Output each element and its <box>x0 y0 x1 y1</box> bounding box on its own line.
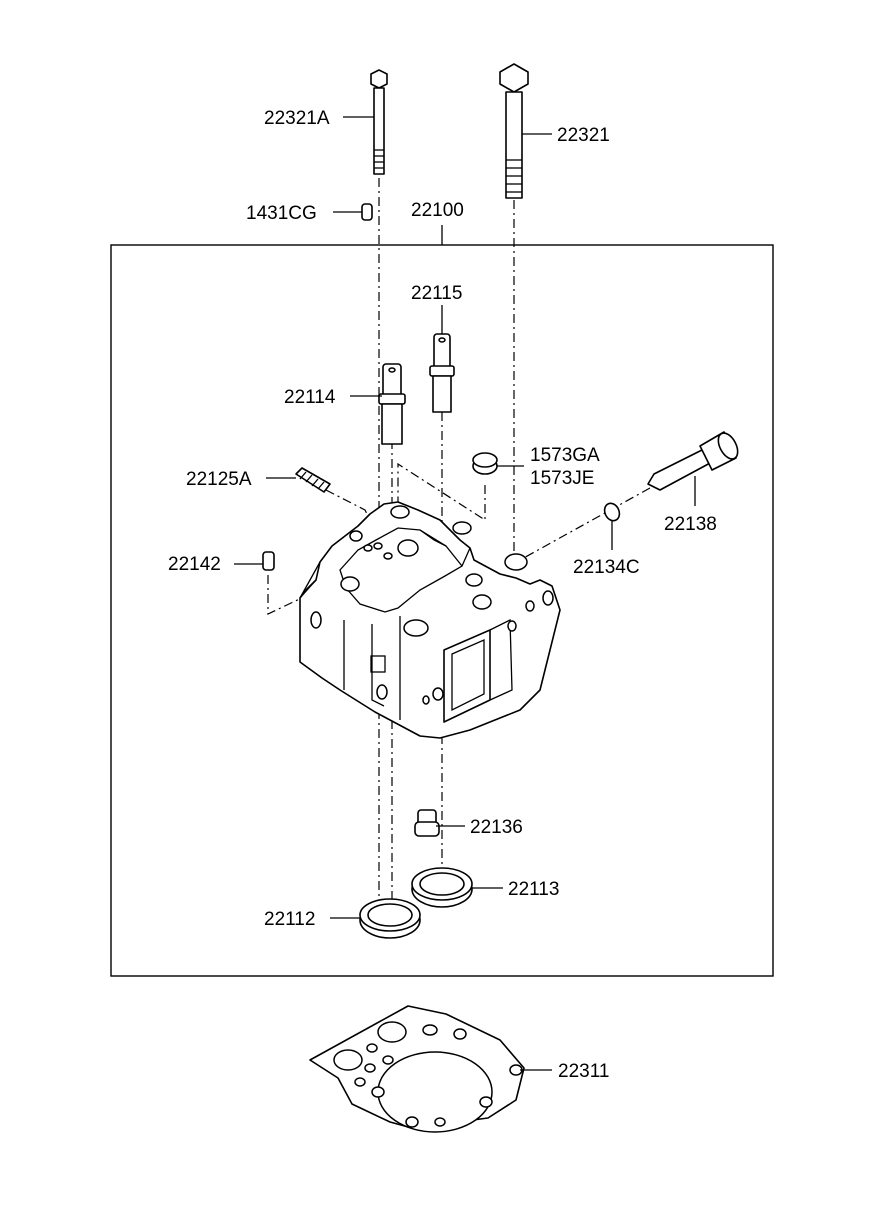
label-22321: 22321 <box>557 125 610 146</box>
dowel-1431cg <box>361 203 373 221</box>
stud-22125a <box>295 467 331 493</box>
label-22115: 22115 <box>411 283 462 304</box>
tube-22138 <box>647 431 739 491</box>
leader-lines <box>234 116 696 1071</box>
label-22138: 22138 <box>664 514 717 535</box>
seat-22136 <box>414 809 440 837</box>
label-22321a: 22321A <box>264 108 330 129</box>
label-22134c: 22134C <box>573 557 640 578</box>
label-1573ga: 1573GA <box>530 445 600 466</box>
label-22112: 22112 <box>264 909 315 930</box>
gasket-22311 <box>309 1005 525 1133</box>
label-22113: 22113 <box>508 879 559 900</box>
plug-1573ga <box>472 452 498 475</box>
ring-22112 <box>359 898 421 939</box>
label-22311: 22311 <box>558 1061 609 1082</box>
label-22142: 22142 <box>168 554 221 575</box>
bolt-22321a <box>370 69 388 175</box>
label-22114: 22114 <box>284 387 336 408</box>
oring-22134c <box>603 502 621 522</box>
valve-guide-22115 <box>429 333 455 413</box>
valve-guide-22114 <box>378 363 406 445</box>
label-22136: 22136 <box>470 817 523 838</box>
label-22125a: 22125A <box>186 469 252 490</box>
bolt-22321 <box>499 63 529 199</box>
cylinder-head-22100 <box>299 501 561 739</box>
label-1431cg: 1431CG <box>246 203 317 224</box>
pin-22142 <box>262 551 275 571</box>
label-22100: 22100 <box>411 200 464 221</box>
label-1573je: 1573JE <box>530 468 594 489</box>
ring-22113 <box>411 867 473 908</box>
